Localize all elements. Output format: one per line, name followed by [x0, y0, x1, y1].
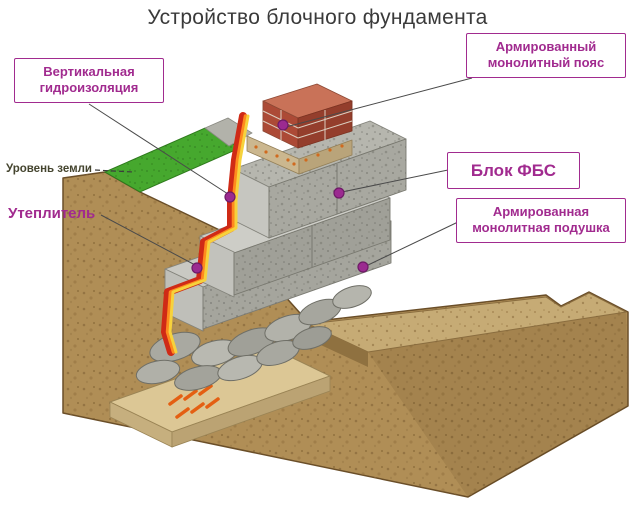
- page-title: Устройство блочного фундамента: [147, 6, 488, 29]
- label-ground-level: Уровень земли: [6, 163, 92, 175]
- sand-pad: [108, 345, 332, 448]
- callout-fbs-block: Блок ФБС: [447, 152, 580, 190]
- leader-lines: [88, 77, 473, 267]
- callout-reinforced-monolithic-cushion: Армированная монолитная подушка: [456, 198, 626, 243]
- belt-aggregate: [254, 144, 344, 166]
- compaction-hatch: [168, 384, 220, 419]
- monolithic-belt: [246, 135, 353, 175]
- dot-waterproofing: [224, 191, 236, 203]
- leader-cushion: [365, 221, 459, 267]
- callout-dots: [191, 119, 369, 274]
- leader-waterproofing: [88, 103, 229, 195]
- callout-vertical-waterproofing: Вертикальная гидроизоляция: [14, 58, 164, 103]
- callout-reinforced-monolithic-belt: Армированный монолитный пояс: [466, 33, 626, 78]
- dot-fbs: [333, 187, 345, 199]
- leader-ground-level: [94, 169, 134, 173]
- leader-insulation: [100, 214, 198, 267]
- leader-fbs: [341, 169, 449, 193]
- rubble-stones: [135, 285, 372, 391]
- dot-cushion: [357, 261, 369, 273]
- inside-ground-surface: [306, 292, 628, 367]
- dot-insulation: [191, 262, 203, 274]
- leader-belt: [285, 77, 473, 128]
- label-insulation: Утеплитель: [8, 205, 96, 222]
- waterproofing-stripe: [161, 112, 250, 356]
- dot-belt: [277, 119, 289, 131]
- soil-front-face-shade: [368, 312, 628, 497]
